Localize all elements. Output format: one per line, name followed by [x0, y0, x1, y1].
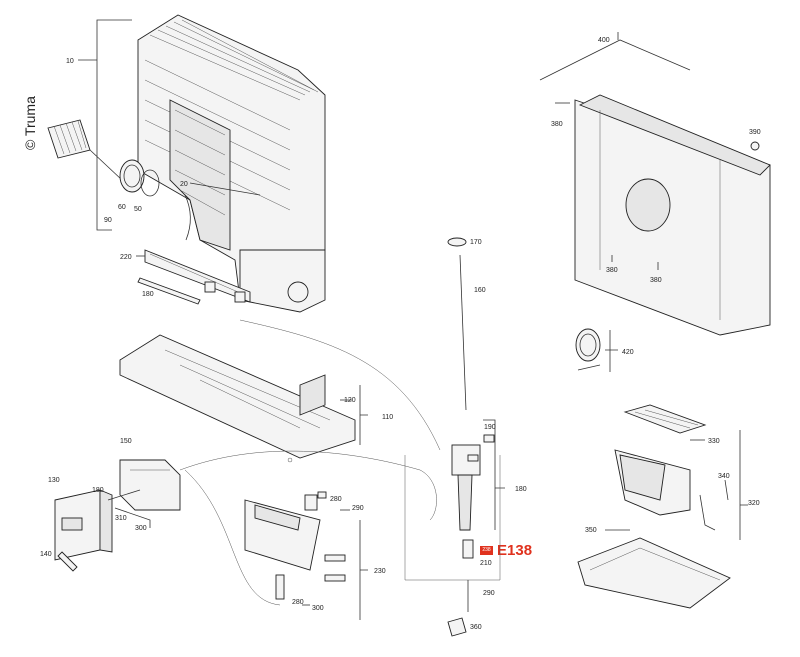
base-plate[interactable] [119, 334, 356, 463]
control-unit[interactable] [54, 489, 113, 561]
burner-assembly[interactable] [244, 494, 321, 571]
label-360: 360 [470, 624, 482, 631]
highlighted-part-code[interactable]: 238 E138 [480, 541, 533, 559]
label-140: 140 [40, 551, 52, 558]
label-150: 150 [120, 438, 132, 445]
label-90: 90 [104, 217, 112, 224]
label-290-valve: 290 [483, 590, 495, 597]
ignition-rod[interactable] [137, 277, 201, 305]
label-330: 330 [708, 438, 720, 445]
screw-280-top[interactable] [317, 491, 327, 499]
drip-tray-320[interactable] [614, 449, 691, 516]
label-230: 230 [374, 568, 386, 575]
label-180-top: 180 [142, 291, 154, 298]
label-280-top: 280 [330, 496, 342, 503]
label-10: 10 [66, 58, 74, 65]
label-310: 310 [115, 515, 127, 522]
label-380-c: 380 [650, 277, 662, 284]
spring-coil[interactable] [47, 119, 91, 159]
label-210: 210 [480, 560, 492, 567]
gas-valve[interactable] [451, 444, 481, 531]
label-380-a: 380 [551, 121, 563, 128]
burner-rail[interactable] [144, 249, 251, 303]
label-130: 130 [48, 477, 60, 484]
knob-140[interactable] [57, 551, 78, 572]
label-190: 190 [484, 424, 496, 431]
seal-rings[interactable] [119, 159, 160, 197]
part-code-label: E138 [497, 541, 533, 559]
screw-190[interactable] [483, 434, 495, 443]
label-290-burner: 290 [352, 505, 364, 512]
label-280-bottom: 280 [292, 599, 304, 606]
label-160: 160 [474, 287, 486, 294]
clip-340[interactable] [699, 479, 729, 531]
cap-170[interactable] [447, 237, 467, 247]
label-400: 400 [598, 37, 610, 44]
part-code-tag: 238 [480, 545, 493, 555]
label-340: 340 [718, 473, 730, 480]
heat-exchanger[interactable] [137, 14, 326, 313]
ignition-module[interactable] [119, 459, 181, 511]
label-60: 60 [118, 204, 126, 211]
screw-230-b[interactable] [324, 574, 346, 582]
label-170: 170 [470, 239, 482, 246]
label-320: 320 [748, 500, 760, 507]
thermocouple-rod[interactable] [459, 254, 467, 411]
label-300-module: 300 [135, 525, 147, 532]
jet-210[interactable] [462, 539, 474, 559]
cap-390[interactable] [750, 141, 760, 151]
label-300-burner: 300 [312, 605, 324, 612]
label-110: 110 [382, 414, 393, 421]
o-ring-420[interactable] [575, 328, 601, 371]
tray-350[interactable] [577, 537, 731, 609]
elbow-360[interactable] [447, 617, 467, 637]
label-180-module: 180 [92, 487, 104, 494]
grille-330[interactable] [623, 404, 707, 434]
label-20: 20 [180, 181, 188, 188]
screw-230-a[interactable] [324, 554, 346, 562]
outer-housing[interactable] [574, 94, 771, 336]
label-50: 50 [134, 206, 142, 213]
label-220: 220 [120, 254, 132, 261]
label-180-valve: 180 [515, 486, 527, 493]
label-120: 120 [344, 397, 356, 404]
screw-280-bottom[interactable] [275, 574, 285, 600]
label-420: 420 [622, 349, 634, 356]
label-350: 350 [585, 527, 597, 534]
label-390: 390 [749, 129, 761, 136]
label-380-b: 380 [606, 267, 618, 274]
